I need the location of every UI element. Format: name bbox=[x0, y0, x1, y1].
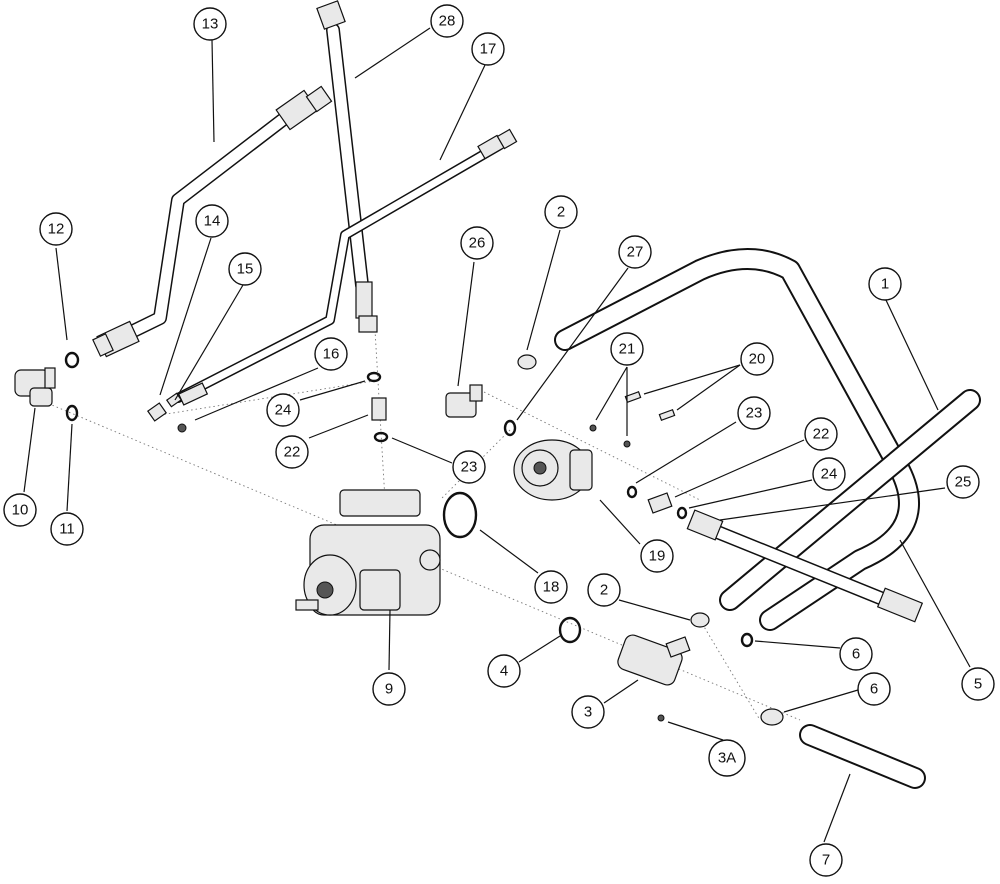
hose-13 bbox=[92, 85, 333, 358]
callout-23-lower: 23 bbox=[737, 396, 771, 430]
callout-label: 5 bbox=[974, 676, 982, 693]
callout-3: 3 bbox=[571, 695, 605, 729]
callout-label: 20 bbox=[749, 351, 766, 368]
callout-label: 6 bbox=[852, 646, 860, 663]
callout-label: 25 bbox=[955, 474, 972, 491]
callout-label: 23 bbox=[746, 405, 763, 422]
callout-label: 7 bbox=[822, 852, 830, 869]
callout-9: 9 bbox=[372, 672, 406, 706]
callout-label: 2 bbox=[600, 582, 608, 599]
callout-2-lower: 2 bbox=[587, 573, 621, 607]
callout-label: 27 bbox=[627, 244, 644, 261]
charge-pump-19 bbox=[513, 439, 593, 501]
callout-label: 9 bbox=[385, 681, 393, 698]
callout-label: 4 bbox=[500, 663, 508, 680]
callout-6-lower: 6 bbox=[857, 672, 891, 706]
callout-label: 16 bbox=[323, 346, 340, 363]
elbow-fitting-26 bbox=[445, 384, 483, 418]
callout-label: 6 bbox=[870, 681, 878, 698]
callout-label: 19 bbox=[649, 548, 666, 565]
callout-label: 24 bbox=[821, 466, 838, 483]
small-fittings bbox=[146, 391, 676, 514]
callout-19: 19 bbox=[640, 539, 674, 573]
callout-14: 14 bbox=[195, 204, 229, 238]
tee-fitting-3 bbox=[617, 634, 691, 686]
callout-2-upper: 2 bbox=[544, 195, 578, 229]
callout-label: 10 bbox=[12, 502, 29, 519]
clamps bbox=[517, 354, 784, 726]
callout-3A: 3A bbox=[708, 739, 746, 777]
callout-label: 22 bbox=[284, 444, 301, 461]
callout-26: 26 bbox=[460, 226, 494, 260]
leader-lines bbox=[23, 27, 971, 843]
callout-22-lower: 22 bbox=[804, 417, 838, 451]
callout-24-upper: 24 bbox=[266, 393, 300, 427]
callout-15: 15 bbox=[228, 252, 262, 286]
callout-16: 16 bbox=[314, 337, 348, 371]
callout-7: 7 bbox=[809, 843, 843, 877]
callout-label: 23 bbox=[461, 459, 478, 476]
callout-label: 3 bbox=[584, 704, 592, 721]
callout-25: 25 bbox=[946, 465, 980, 499]
callout-23-upper: 23 bbox=[452, 450, 486, 484]
callout-label: 12 bbox=[48, 221, 65, 238]
callout-17: 17 bbox=[471, 32, 505, 66]
callout-24-lower: 24 bbox=[812, 457, 846, 491]
callout-1: 1 bbox=[868, 267, 902, 301]
callout-10: 10 bbox=[3, 493, 37, 527]
tube-1 bbox=[554, 248, 981, 631]
callout-label: 21 bbox=[619, 341, 636, 358]
callout-6-upper: 6 bbox=[839, 637, 873, 671]
callout-12: 12 bbox=[39, 212, 73, 246]
callout-21: 21 bbox=[610, 332, 644, 366]
hose-28 bbox=[316, 0, 378, 333]
callout-20: 20 bbox=[740, 342, 774, 376]
callout-label: 3A bbox=[718, 750, 736, 767]
callout-28: 28 bbox=[430, 4, 464, 38]
callout-label: 17 bbox=[480, 41, 497, 58]
hose-25 bbox=[686, 509, 924, 623]
callout-label: 13 bbox=[202, 16, 219, 33]
callout-4: 4 bbox=[487, 654, 521, 688]
callout-label: 18 bbox=[543, 579, 560, 596]
elbow-fitting-10 bbox=[14, 367, 56, 407]
hose-17 bbox=[173, 128, 518, 406]
callout-label: 11 bbox=[59, 521, 75, 538]
callout-11: 11 bbox=[50, 512, 84, 546]
callout-13: 13 bbox=[193, 7, 227, 41]
callout-18: 18 bbox=[534, 570, 568, 604]
o-rings bbox=[64, 351, 754, 722]
callout-5: 5 bbox=[961, 667, 995, 701]
hydraulic-pump-9 bbox=[295, 489, 441, 616]
callout-label: 22 bbox=[813, 426, 830, 443]
callout-label: 26 bbox=[469, 235, 486, 252]
callout-label: 24 bbox=[275, 402, 292, 419]
callout-22-upper: 22 bbox=[275, 435, 309, 469]
callout-label: 1 bbox=[881, 276, 889, 293]
callout-27: 27 bbox=[618, 235, 652, 269]
tube-7 bbox=[799, 724, 926, 789]
alignment-lines bbox=[39, 329, 801, 721]
callout-label: 14 bbox=[204, 213, 221, 230]
callout-label: 2 bbox=[557, 204, 565, 221]
callout-label: 15 bbox=[237, 261, 254, 278]
callout-label: 28 bbox=[439, 13, 456, 30]
